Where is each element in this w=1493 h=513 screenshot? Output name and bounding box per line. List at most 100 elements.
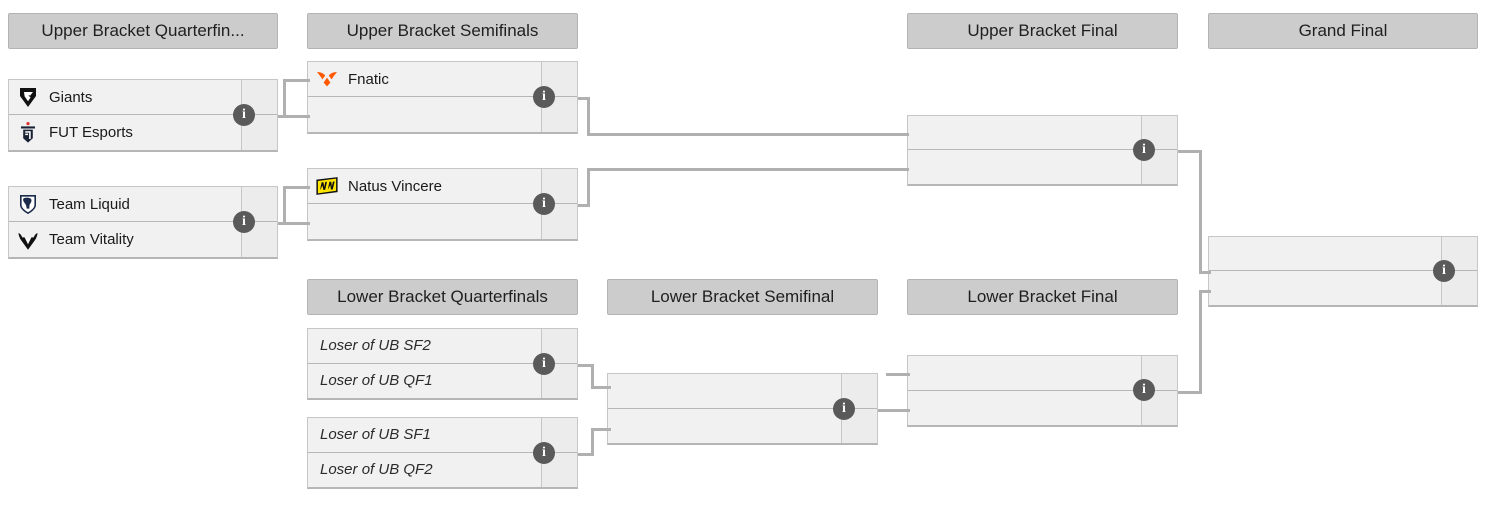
connector-ubqf1-out — [278, 115, 310, 118]
team-liquid-logo — [15, 191, 41, 217]
match-lower-bracket-qf2[interactable]: Loser of UB SF1 Loser of UB QF2 — [307, 417, 578, 489]
match-grand-final[interactable] — [1208, 236, 1478, 307]
team-row-bottom[interactable]: FUT Esports — [9, 115, 241, 150]
team-row-top[interactable] — [908, 116, 1141, 150]
connector-grandfinal-in-bottom — [1199, 290, 1211, 293]
team-row-bottom[interactable] — [308, 97, 541, 132]
match-teams: Natus Vincere — [308, 169, 541, 239]
team-row-top[interactable] — [908, 356, 1141, 391]
team-name: FUT Esports — [49, 124, 133, 141]
match-info-icon[interactable]: i — [533, 86, 555, 108]
match-lower-bracket-qf1[interactable]: Loser of UB SF2 Loser of UB QF1 — [307, 328, 578, 400]
connector-ubsf2-out — [578, 204, 590, 207]
match-info-icon[interactable]: i — [533, 193, 555, 215]
connector-lbqf2-riser — [591, 428, 594, 456]
match-teams — [608, 374, 841, 443]
team-row-top[interactable] — [1209, 237, 1441, 271]
connector-ubsf1-drop — [587, 97, 590, 136]
team-name: Loser of UB QF1 — [320, 372, 433, 390]
team-row-top[interactable] — [608, 374, 841, 409]
team-row-bottom[interactable] — [1209, 271, 1441, 305]
score-row-top — [1142, 116, 1177, 150]
match-lower-bracket-semifinal[interactable] — [607, 373, 878, 445]
match-info-icon[interactable]: i — [1133, 139, 1155, 161]
connector-ubqf2-out — [278, 222, 310, 225]
connector-lbfinal-out — [1178, 391, 1202, 394]
score-row-top — [242, 187, 277, 222]
team-row-top[interactable]: Giants — [9, 80, 241, 115]
connector-lbfinal-riser — [1199, 290, 1202, 394]
team-row-bottom[interactable] — [308, 204, 541, 239]
connector-ubsf1-out — [578, 97, 590, 100]
navi-logo — [314, 173, 340, 199]
team-name: Team Liquid — [49, 195, 130, 213]
connector-lbsf-in-bottom — [591, 428, 611, 431]
connector-grandfinal-in-top — [1199, 271, 1211, 274]
team-row-bottom[interactable] — [608, 409, 841, 444]
match-info-icon[interactable]: i — [233, 211, 255, 233]
match-info-icon[interactable]: i — [233, 104, 255, 126]
team-row-bottom[interactable]: Loser of UB QF1 — [308, 364, 541, 399]
team-row-top[interactable]: Fnatic — [308, 62, 541, 97]
match-teams — [1209, 237, 1441, 305]
connector-lbqf1-out — [578, 364, 594, 367]
fut-esports-logo — [15, 120, 41, 146]
connector-ubfinal-in-top — [587, 133, 909, 136]
connector-lbsf-in-top — [591, 386, 611, 389]
connector-ubfinal-out — [1178, 150, 1202, 153]
giants-logo — [15, 84, 41, 110]
team-row-bottom[interactable]: Loser of UB QF2 — [308, 453, 541, 488]
team-row-top[interactable]: Natus Vincere — [308, 169, 541, 204]
team-vitality-logo — [15, 227, 41, 253]
round-header-upper-bracket-semifinals[interactable]: Upper Bracket Semifinals — [307, 13, 578, 49]
connector-ubsf1-in — [283, 79, 310, 82]
team-row-top[interactable]: Loser of UB SF1 — [308, 418, 541, 453]
match-teams: Loser of UB SF2 Loser of UB QF1 — [308, 329, 541, 398]
team-name: Team Vitality — [49, 231, 134, 248]
match-info-icon[interactable]: i — [833, 398, 855, 420]
connector-lbsf-out — [878, 409, 910, 412]
team-name: Loser of UB SF1 — [320, 426, 431, 444]
round-header-lower-bracket-final[interactable]: Lower Bracket Final — [907, 279, 1178, 315]
connector-ubfinal-in-bottom — [587, 168, 909, 171]
match-lower-bracket-final[interactable] — [907, 355, 1178, 427]
match-teams: Loser of UB SF1 Loser of UB QF2 — [308, 418, 541, 487]
team-row-bottom[interactable] — [908, 391, 1141, 426]
connector-ubfinal-drop — [1199, 150, 1202, 274]
team-name: Loser of UB SF2 — [320, 337, 431, 355]
team-row-top[interactable]: Team Liquid — [9, 187, 241, 222]
match-upper-bracket-sf1[interactable]: Fnatic — [307, 61, 578, 134]
score-row-top — [542, 418, 577, 453]
connector-ubsf2-riser — [587, 168, 590, 207]
connector-lbqf1-drop — [591, 364, 594, 389]
connector-ubqf1-riser — [283, 79, 286, 118]
round-header-upper-bracket-final[interactable]: Upper Bracket Final — [907, 13, 1178, 49]
fnatic-logo — [314, 66, 340, 92]
match-info-icon[interactable]: i — [1433, 260, 1455, 282]
match-teams: Fnatic — [308, 62, 541, 132]
connector-lbqf2-out — [578, 453, 594, 456]
score-row-top — [542, 169, 577, 204]
connector-lbfinal-in-top — [886, 373, 910, 376]
match-upper-bracket-sf2[interactable]: Natus Vincere — [307, 168, 578, 241]
round-header-grand-final[interactable]: Grand Final — [1208, 13, 1478, 49]
match-teams: Team Liquid Team Vitality — [9, 187, 241, 257]
score-row-top — [1142, 356, 1177, 391]
score-row-top — [242, 80, 277, 115]
match-upper-bracket-final[interactable] — [907, 115, 1178, 186]
match-info-icon[interactable]: i — [533, 353, 555, 375]
match-info-icon[interactable]: i — [1133, 379, 1155, 401]
team-name: Giants — [49, 88, 93, 106]
round-header-lower-bracket-semifinal[interactable]: Lower Bracket Semifinal — [607, 279, 878, 315]
round-header-upper-bracket-quarterfinals[interactable]: Upper Bracket Quarterfin... — [8, 13, 278, 49]
team-row-bottom[interactable]: Team Vitality — [9, 222, 241, 257]
match-info-icon[interactable]: i — [533, 442, 555, 464]
connector-ubsf2-in — [283, 186, 310, 189]
team-row-top[interactable]: Loser of UB SF2 — [308, 329, 541, 364]
round-header-lower-bracket-quarterfinals[interactable]: Lower Bracket Quarterfinals — [307, 279, 578, 315]
score-row-top — [1442, 237, 1477, 271]
team-name: Fnatic — [348, 70, 389, 88]
match-teams — [908, 116, 1141, 184]
team-row-bottom[interactable] — [908, 150, 1141, 184]
team-name: Natus Vincere — [348, 177, 442, 195]
